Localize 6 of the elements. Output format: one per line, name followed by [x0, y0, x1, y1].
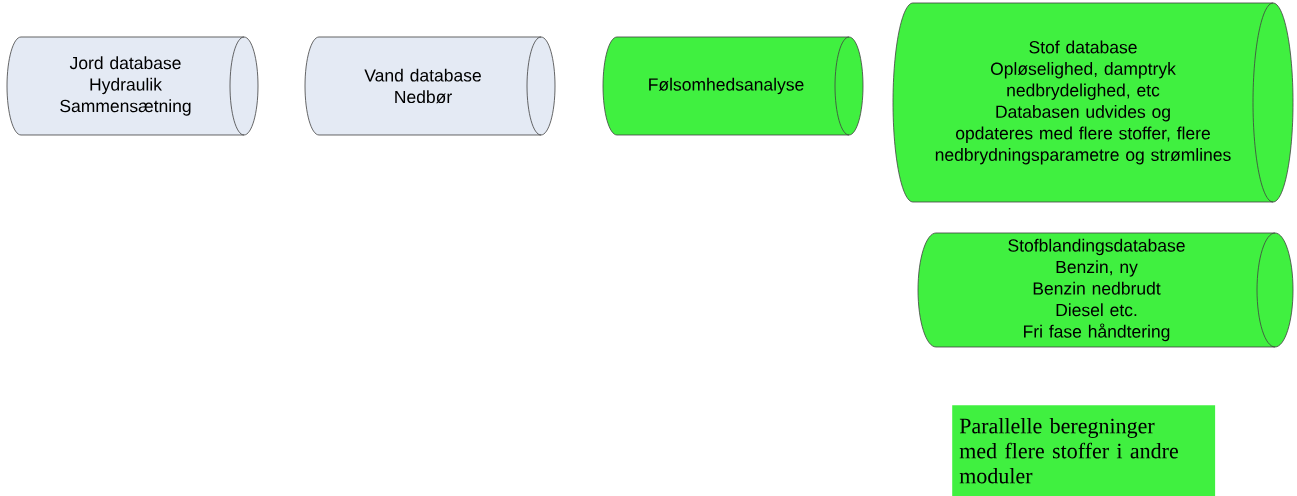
- text-box: Parallelle beregninger med flere stoffer i andre moduler: [952, 405, 1216, 496]
- database-cylinder: Jord database Hydraulik Sammensætning: [6, 36, 259, 136]
- database-cylinder: Stof database Opløselighed, damptryk nedbrydelighed, etc Databasen udvides og opdateres med flere stoffer, flere nedbrydningsparametre og strømlines: [892, 2, 1294, 203]
- database-cylinder: Følsomhedsanalyse: [602, 36, 864, 136]
- database-cylinder: Stofblandingsdatabase Benzin, ny Benzin nedbrudt Diesel etc. Fri fase håndtering: [917, 232, 1294, 348]
- database-cylinder: Vand database Nedbør: [304, 36, 556, 136]
